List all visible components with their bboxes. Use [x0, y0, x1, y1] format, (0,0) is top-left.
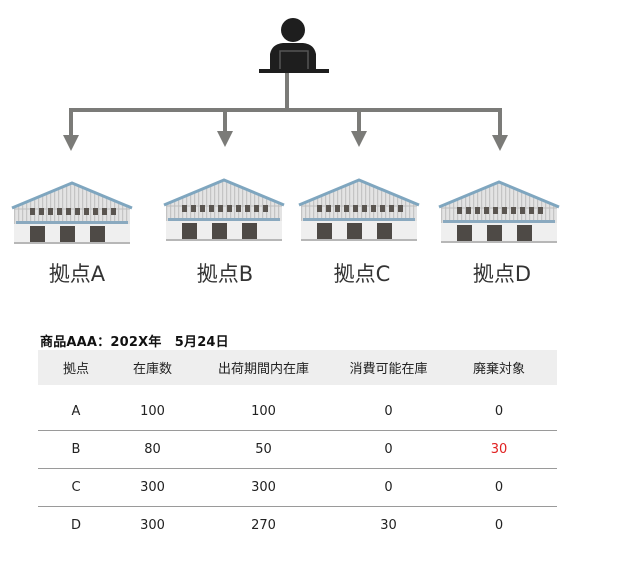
header-site: 拠点 [62, 362, 89, 377]
cell-stock: 300 [140, 518, 165, 533]
cell-consumable-stock: 0 [384, 442, 393, 457]
header-in-shipping-period: 出荷期間内在庫 [217, 362, 309, 377]
cell-in-shipping-period: 300 [251, 480, 276, 495]
arrow-to-site-d-icon [492, 135, 508, 151]
header-disposal-target: 廃棄対象 [472, 362, 525, 377]
cell-disposal-target-highlight: 30 [490, 442, 508, 457]
arrow-to-site-b-icon [217, 131, 233, 147]
cell-in-shipping-period: 270 [251, 518, 276, 533]
cell-consumable-stock: 0 [384, 480, 393, 495]
warehouse-d-icon [437, 180, 561, 245]
cell-site: B [71, 442, 81, 457]
warehouse-c-icon [297, 178, 421, 243]
cell-site: D [70, 518, 81, 533]
cell-stock: 80 [144, 442, 161, 457]
site-label-b: 拠点B [196, 262, 254, 286]
cell-stock: 100 [140, 404, 165, 419]
warehouse-b-icon [162, 178, 286, 243]
cell-consumable-stock: 0 [384, 404, 393, 419]
cell-disposal-target: 0 [494, 518, 504, 533]
table-row: C 300 300 0 0 [38, 469, 557, 507]
table-title: 商品AAA：202X年 5月24日 [40, 335, 229, 350]
table-header-row: 拠点 在庫数 出荷期間内在庫 消費可能在庫 廃棄対象 [38, 350, 557, 385]
cell-site: C [71, 480, 81, 495]
cell-in-shipping-period: 50 [255, 442, 272, 457]
table-row: B 80 50 0 30 [38, 431, 557, 469]
distribution-diagram [10, 18, 561, 246]
laptop-icon [279, 50, 309, 73]
cell-in-shipping-period: 100 [251, 404, 276, 419]
cell-disposal-target: 0 [494, 404, 504, 419]
site-label-c: 拠点C [333, 262, 391, 286]
site-label-a: 拠点A [48, 262, 106, 286]
cell-disposal-target: 0 [494, 480, 504, 495]
inventory-table: 拠点 在庫数 出荷期間内在庫 消費可能在庫 廃棄対象 A 100 100 0 0… [38, 350, 557, 544]
table-row: D 300 270 30 0 [38, 507, 557, 545]
site-label-d: 拠点D [472, 262, 532, 286]
table-row: A 100 100 0 0 [38, 385, 557, 431]
desk-icon [259, 69, 329, 73]
cell-stock: 300 [140, 480, 165, 495]
cell-site: A [71, 404, 81, 419]
distribution-arrows [69, 73, 502, 136]
arrow-to-site-c-icon [351, 131, 367, 147]
warehouse-a-icon [10, 181, 134, 246]
header-stock: 在庫数 [132, 362, 172, 377]
header-consumable-stock: 消費可能在庫 [349, 362, 428, 377]
person-icon [259, 18, 329, 73]
cell-consumable-stock: 30 [380, 518, 397, 533]
arrow-to-site-a-icon [63, 135, 79, 151]
